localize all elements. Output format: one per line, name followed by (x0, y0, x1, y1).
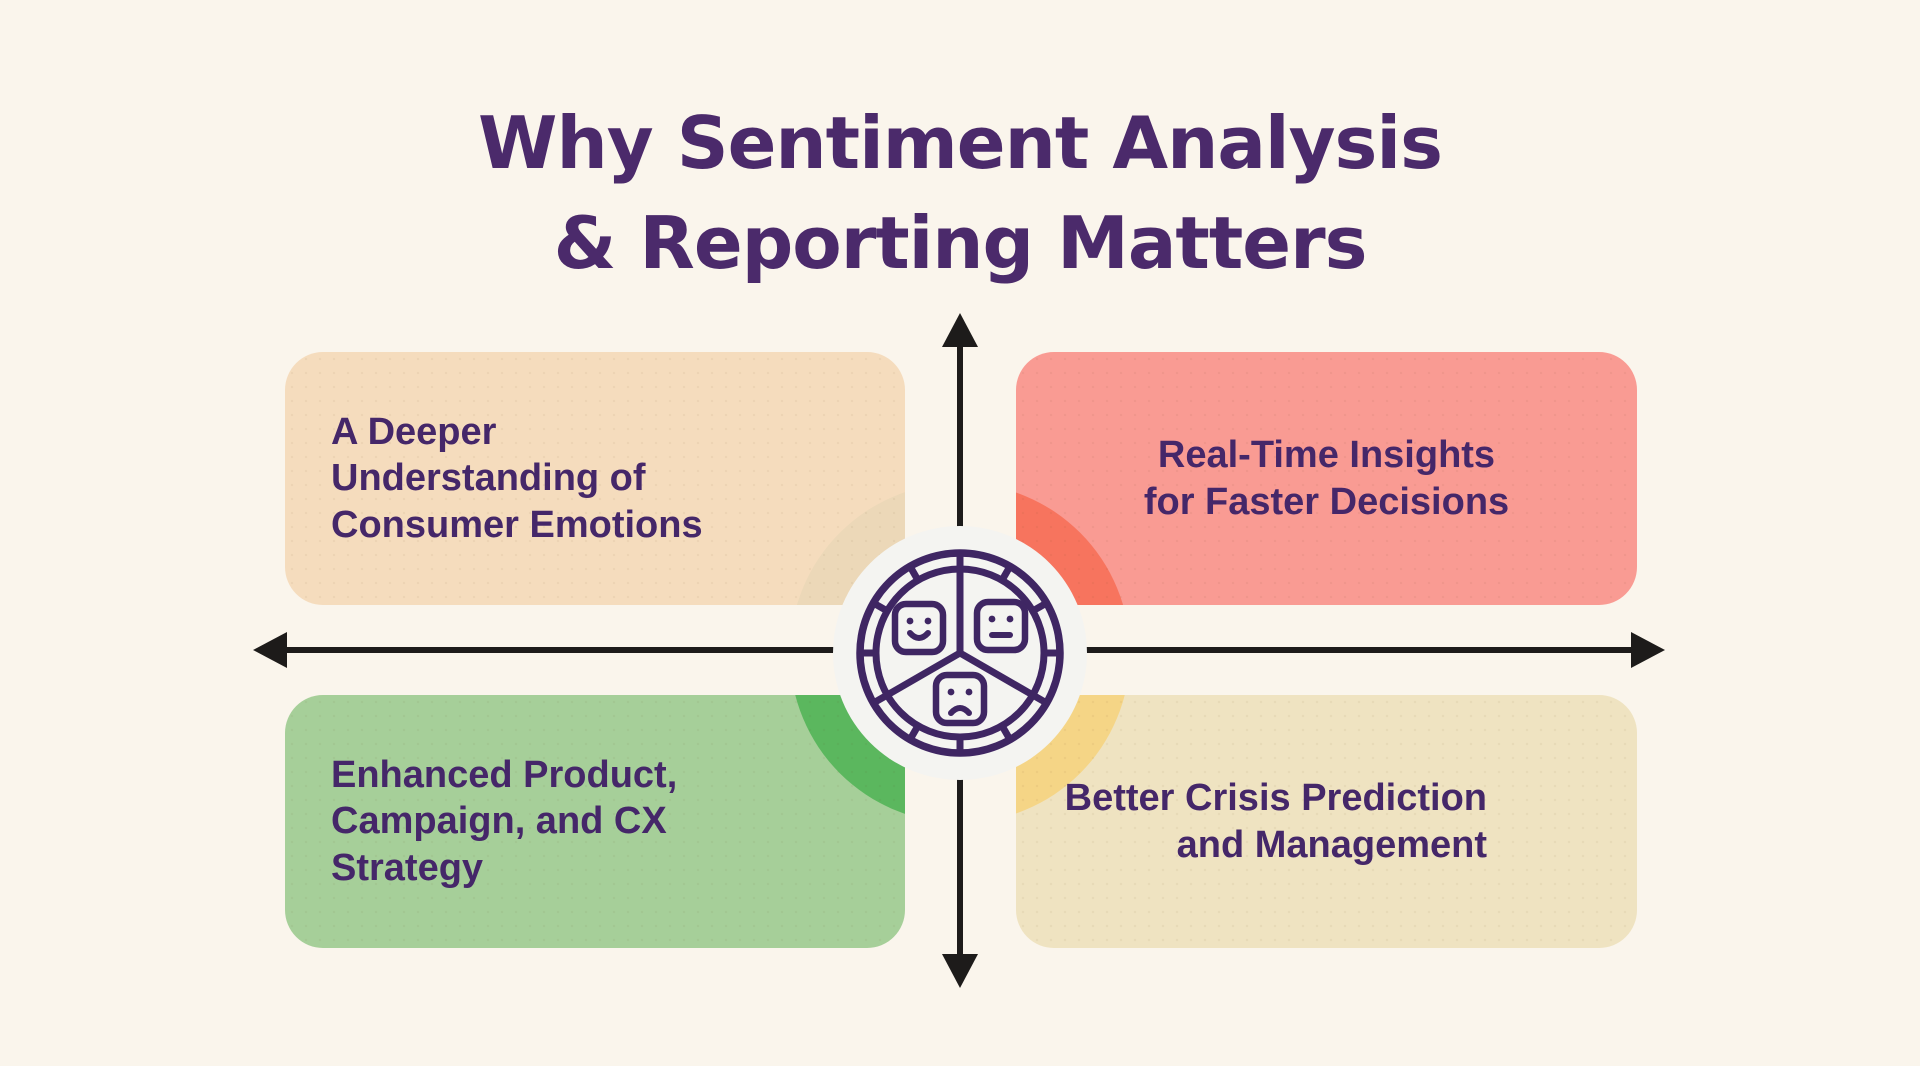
quadrant-text: Enhanced Product, Campaign, and CX Strat… (285, 695, 905, 948)
quadrant-text-line: Understanding of (331, 457, 646, 500)
center-circle (833, 526, 1087, 780)
bottom-strip (0, 1066, 1920, 1080)
dot-texture (285, 352, 905, 605)
page-title-line-2: & Reporting Matters (553, 200, 1368, 285)
wheel-rim-ticks (860, 564, 1060, 753)
quadrant-text-line: Consumer Emotions (331, 503, 703, 546)
quadrant-text-line: Campaign, and CX (331, 800, 667, 843)
quadrant-text: Better Crisis Prediction and Management (1016, 695, 1637, 948)
dot-texture (1016, 352, 1637, 605)
happy-face-icon (891, 600, 947, 656)
page-title: Why Sentiment Analysis & Reporting Matte… (0, 94, 1920, 293)
sad-face-icon (932, 671, 988, 727)
quadrant-text-line: Strategy (331, 846, 484, 889)
quadrant-card-enhanced-strategy: Enhanced Product, Campaign, and CX Strat… (285, 695, 905, 948)
dot-texture (285, 695, 905, 948)
arrowhead-up-icon (942, 313, 978, 347)
quadrant-text: Real-Time Insights for Faster Decisions (1016, 352, 1637, 605)
neutral-face-icon (973, 598, 1029, 654)
quadrant-text-line: for Faster Decisions (1143, 480, 1510, 523)
quadrant-text-line: Real-Time Insights (1157, 434, 1496, 477)
quadrant-text-line: Better Crisis Prediction (1064, 777, 1487, 820)
arrowhead-down-icon (942, 954, 978, 988)
sentiment-wheel-icon (856, 549, 1064, 757)
quadrant-text-line: A Deeper (331, 410, 497, 453)
wheel-sector-dividers (871, 553, 1049, 707)
quadrant-text: A Deeper Understanding of Consumer Emoti… (285, 352, 905, 605)
arrowhead-right-icon (1631, 632, 1665, 668)
quadrant-card-deeper-understanding: A Deeper Understanding of Consumer Emoti… (285, 352, 905, 605)
quadrant-text-line: Enhanced Product, (331, 753, 678, 796)
dot-texture (1016, 695, 1637, 948)
page-title-line-1: Why Sentiment Analysis (478, 101, 1443, 186)
quadrant-card-crisis-prediction: Better Crisis Prediction and Management (1016, 695, 1637, 948)
arrowhead-left-icon (253, 632, 287, 668)
quadrant-card-real-time-insights: Real-Time Insights for Faster Decisions (1016, 352, 1637, 605)
quadrant-text-line: and Management (1176, 823, 1487, 866)
